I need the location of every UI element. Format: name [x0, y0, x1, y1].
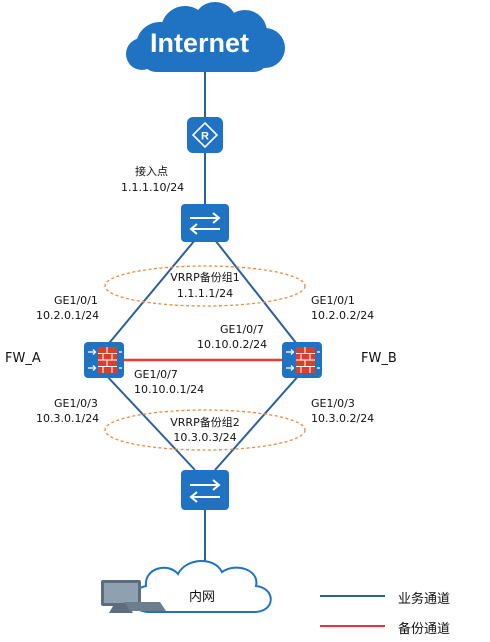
vrrp-group-2-name: VRRP备份组2 — [170, 416, 240, 429]
firewall-b-icon — [282, 342, 322, 378]
firewall-a-icon — [84, 342, 124, 378]
fw-a-heartbeat-ip: 10.10.0.1/24 — [134, 383, 205, 396]
access-point-ip: 1.1.1.10/24 — [121, 181, 185, 194]
vrrp-group-1-ellipse — [104, 265, 306, 307]
fw-a-up-ip: 10.2.0.1/24 — [36, 309, 100, 322]
fw-b-up-interface: GE1/0/1 — [311, 294, 355, 307]
fw-a-label: FW_A — [5, 351, 41, 366]
fw-b-heartbeat-interface: GE1/0/7 — [220, 323, 264, 336]
fw-b-down-interface: GE1/0/3 — [311, 397, 355, 410]
vrrp-group-2-ip: 10.3.0.3/24 — [173, 431, 237, 444]
link-switch-fwa — [104, 239, 196, 349]
fw-a-down-interface: GE1/0/3 — [54, 397, 98, 410]
vrrp-group-2-ellipse — [104, 409, 306, 451]
link-fwa-lowerswitch — [104, 373, 196, 471]
internet-label: Internet — [150, 28, 250, 58]
pc-icon — [101, 580, 166, 613]
vrrp-group-1-name: VRRP备份组1 — [170, 271, 240, 284]
router-icon: R — [187, 117, 223, 153]
svg-text:R: R — [201, 131, 209, 143]
access-point-label: 接入点 — [135, 165, 168, 178]
fw-b-up-ip: 10.2.0.2/24 — [311, 309, 375, 322]
fw-a-heartbeat-interface: GE1/0/7 — [134, 368, 178, 381]
link-fwb-lowerswitch — [214, 373, 301, 471]
fw-b-down-ip: 10.3.0.2/24 — [311, 412, 375, 425]
lower-switch-icon — [181, 470, 229, 510]
upper-switch-icon — [181, 204, 229, 242]
vrrp-group-1-ip: 1.1.1.1/24 — [176, 287, 234, 300]
internet-cloud — [126, 2, 285, 72]
legend-backup-label: 备份通道 — [398, 622, 451, 637]
fw-b-label: FW_B — [361, 351, 397, 366]
legend-service-label: 业务通道 — [398, 592, 451, 607]
fw-a-down-ip: 10.3.0.1/24 — [36, 412, 100, 425]
fw-a-up-interface: GE1/0/1 — [54, 294, 98, 307]
link-switch-fwb — [214, 239, 301, 349]
intranet-label: 内网 — [189, 590, 216, 605]
fw-b-heartbeat-ip: 10.10.0.2/24 — [197, 338, 268, 351]
